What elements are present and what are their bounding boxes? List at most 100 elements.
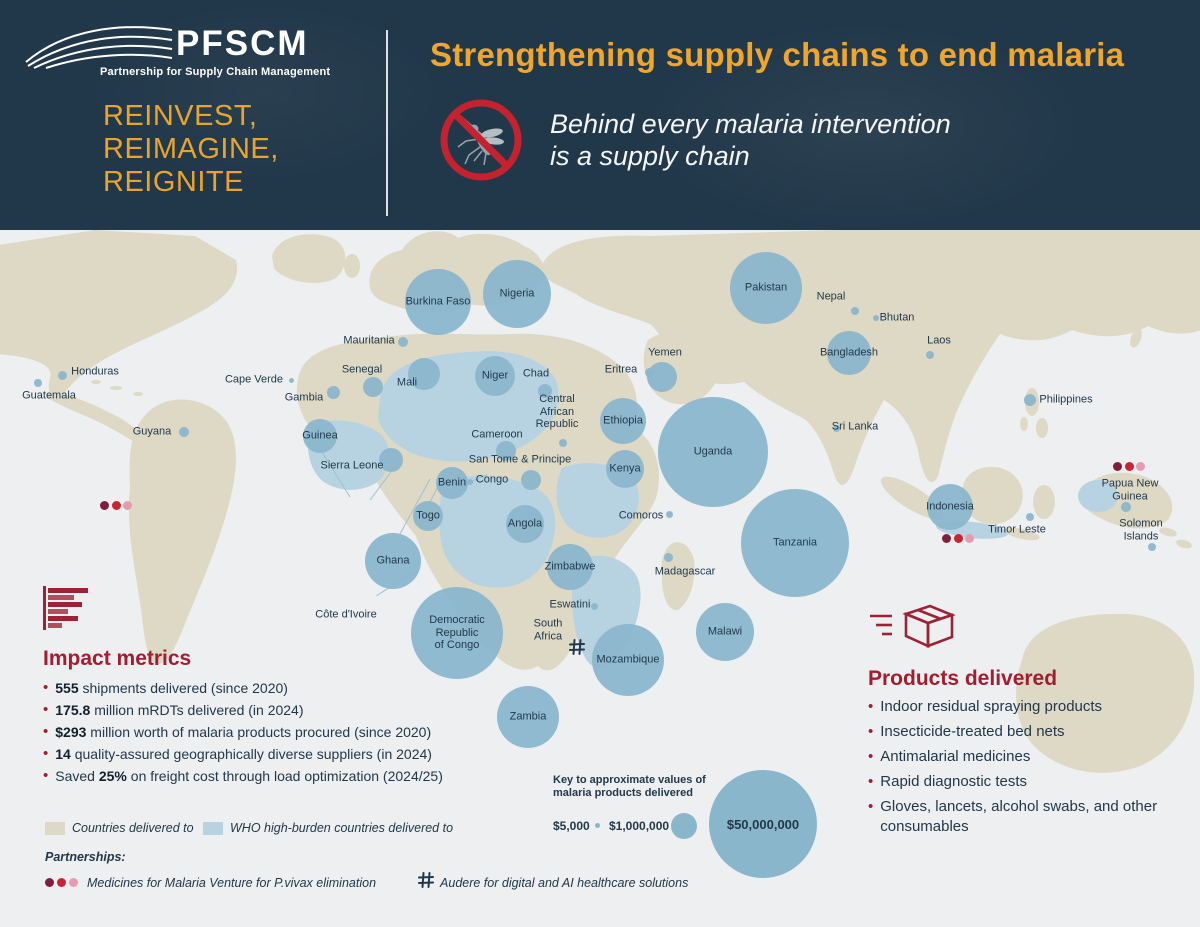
blue-swatch xyxy=(203,822,223,835)
key-value-small: $5,000 xyxy=(553,819,590,833)
country-bubble-solomon-islands xyxy=(1148,543,1156,551)
country-label-eritrea: Eritrea xyxy=(604,363,638,376)
country-bubble-indonesia xyxy=(927,484,973,530)
key-circle-large: $50,000,000 xyxy=(709,770,817,878)
subtitle-line-2: is a supply chain xyxy=(550,141,750,171)
country-bubble-togo xyxy=(413,501,443,531)
country-bubble-mozambique xyxy=(592,624,664,696)
country-label-gambia: Gambia xyxy=(284,391,324,404)
country-label-nepal: Nepal xyxy=(816,290,846,303)
impact-item-3: •$293 million worth of malaria products … xyxy=(43,721,523,743)
legend-countries-label: Countries delivered to xyxy=(72,821,194,835)
country-bubble-guatemala xyxy=(34,379,42,387)
country-bubble-benin xyxy=(436,467,468,499)
campaign-slogan: REINVEST, REIMAGINE, REIGNITE xyxy=(103,100,279,199)
country-bubble-senegal xyxy=(363,377,383,397)
country-label-democratic-republic-of-congo: Democratic Republic of Congo xyxy=(429,614,485,652)
country-label-kenya: Kenya xyxy=(609,462,641,475)
country-bubble-zimbabwe xyxy=(547,544,593,590)
product-item-4: •Rapid diagnostic tests xyxy=(868,773,1028,790)
campaign-line-3: REIGNITE xyxy=(103,166,244,198)
country-bubble-yemen xyxy=(647,362,677,392)
no-mosquito-icon xyxy=(440,99,522,181)
country-bubble-madagascar xyxy=(663,552,673,562)
partnership-dots-group-2 xyxy=(1124,461,1134,471)
impact-metrics-section: Impact metrics •555 shipments delivered … xyxy=(43,586,523,787)
country-bubble-chad xyxy=(538,384,552,398)
country-label-congo: Congo xyxy=(475,473,509,486)
country-label-ethiopia: Ethiopia xyxy=(603,414,643,427)
country-bubble-niger xyxy=(475,356,515,396)
mmv-dot-pink xyxy=(69,878,78,887)
country-bubble-ethiopia xyxy=(600,398,646,444)
impact-item-4: •14 quality-assured geographically diver… xyxy=(43,743,523,765)
subtitle-line-1: Behind every malaria intervention xyxy=(550,109,951,139)
mmv-dot-red xyxy=(57,878,66,887)
country-bubble-kenya xyxy=(606,450,644,488)
partnership-dots-group-1 xyxy=(123,500,132,510)
products-delivered-section: Products delivered •Indoor residual spra… xyxy=(868,594,1184,842)
country-bubble-angola xyxy=(506,505,544,543)
country-label-mali: Mali xyxy=(396,376,418,389)
audere-marker xyxy=(569,639,585,655)
country-label-honduras: Honduras xyxy=(71,365,119,378)
header: PFSCM Partnership for Supply Chain Manag… xyxy=(0,0,1200,230)
country-label-philippines: Philippines xyxy=(1039,393,1093,406)
product-item-3: •Antimalarial medicines xyxy=(868,748,1031,765)
audere-label: Audere for digital and AI healthcare sol… xyxy=(440,875,689,890)
country-bubble-pakistan xyxy=(730,252,802,324)
country-label-guinea: Guinea xyxy=(302,429,338,442)
pfscm-tagline: Partnership for Supply Chain Management xyxy=(100,66,331,78)
country-label-comoros: Comoros xyxy=(618,509,664,522)
map-key: Key to approximate values of malaria pro… xyxy=(553,768,833,898)
partnership-dots-group-1 xyxy=(111,500,121,510)
country-label-pakistan: Pakistan xyxy=(744,281,788,294)
partnership-dots-group-2 xyxy=(1113,461,1122,471)
country-label-burkina-faso: Burkina Faso xyxy=(405,295,471,308)
key-title: Key to approximate values of malaria pro… xyxy=(553,774,706,799)
country-label-chad: Chad xyxy=(522,367,550,380)
impact-item-1: •555 shipments delivered (since 2020) xyxy=(43,677,523,699)
product-item-2: •Insecticide-treated bed nets xyxy=(868,723,1065,740)
partnerships-title: Partnerships: xyxy=(45,850,126,864)
country-bubble-burkina-faso xyxy=(405,269,471,335)
country-bubble-honduras xyxy=(57,370,67,380)
country-bubble-tanzania xyxy=(741,489,849,597)
mmv-dot-dark xyxy=(45,878,54,887)
country-label-ghana: Ghana xyxy=(376,554,410,567)
country-label-central-african-republic: Central African Republic xyxy=(535,393,579,431)
country-label-uganda: Uganda xyxy=(693,445,733,458)
country-label-yemen: Yemen xyxy=(648,346,682,359)
country-label-zambia: Zambia xyxy=(509,710,547,723)
bullet-icon: • xyxy=(43,701,49,718)
campaign-line-1: REINVEST, xyxy=(103,100,258,132)
country-label-senegal: Senegal xyxy=(341,363,383,376)
country-label-angola: Angola xyxy=(507,517,543,530)
country-label-bhutan: Bhutan xyxy=(879,311,915,324)
country-bubble-cameroon xyxy=(496,441,516,461)
country-bubble-eswatini xyxy=(590,602,598,610)
products-delivered-heading: Products delivered xyxy=(868,667,1058,690)
country-label-eswatini: Eswatini xyxy=(549,598,591,611)
country-bubble-mali xyxy=(408,358,440,390)
impact-item-2: •175.8 million mRDTs delivered (in 2024) xyxy=(43,699,523,721)
partnership-dots-group-1 xyxy=(100,500,109,510)
bullet-icon: • xyxy=(43,745,49,762)
impact-item-5: •Saved 25% on freight cost through load … xyxy=(43,765,523,787)
pfscm-logo: PFSCM xyxy=(176,24,309,63)
product-item-1: •Indoor residual spraying products xyxy=(868,698,1103,715)
country-bubble-zambia xyxy=(497,686,559,748)
country-bubble-bhutan xyxy=(873,315,879,321)
country-bubble-congo xyxy=(521,470,541,490)
country-label-san-tome-principe: San Tome & Principe xyxy=(468,453,572,466)
country-label-c-te-d-ivoire: Côte d'Ivoire xyxy=(315,608,377,621)
country-bubble-bangladesh xyxy=(827,331,871,375)
impact-metrics-heading: Impact metrics xyxy=(43,647,192,670)
country-label-madagascar: Madagascar xyxy=(654,565,716,578)
bar-chart-icon xyxy=(43,586,88,630)
shipping-box-icon xyxy=(870,604,956,649)
partnership-dots-group-3 xyxy=(942,533,951,543)
country-label-guyana: Guyana xyxy=(132,425,172,438)
bullet-icon: • xyxy=(868,698,874,715)
